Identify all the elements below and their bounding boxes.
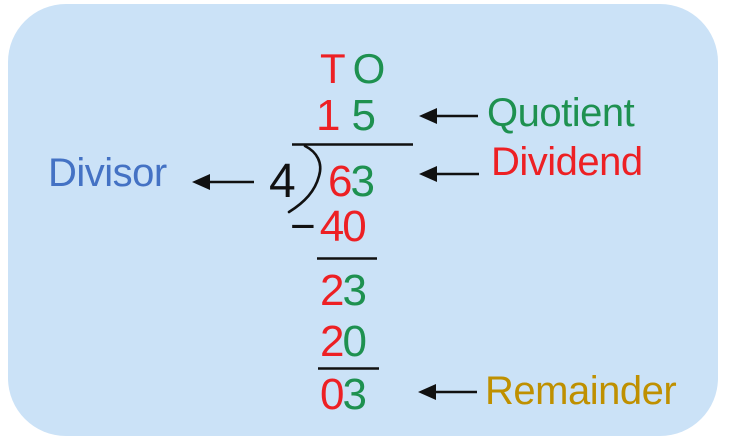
remainder-ones-digit: 3	[342, 370, 367, 419]
divisor-digit: 4	[269, 155, 296, 208]
minus-sign: −	[290, 202, 316, 251]
difference-ones-digit: 3	[342, 266, 367, 315]
quotient-label: Quotient	[487, 91, 635, 135]
dividend-label: Dividend	[491, 140, 643, 184]
rounded-panel	[8, 4, 718, 436]
dividend-row: 63	[328, 157, 375, 206]
quotient-tens-digit: 1	[316, 91, 341, 140]
difference-row: 23	[320, 266, 367, 315]
remainder-label: Remainder	[485, 369, 677, 413]
remainder-tens-digit: 0	[320, 370, 345, 419]
subtracted-tens-digit: 4	[319, 202, 345, 251]
quotient-ones-digit: 5	[351, 91, 376, 140]
divisor-label: Divisor	[48, 151, 167, 195]
place-tens-letter: T	[320, 45, 346, 92]
second-product-ones-digit: 0	[342, 317, 367, 366]
remainder-row: 03	[320, 370, 367, 419]
dividend-ones-digit: 3	[350, 157, 375, 206]
dividend-tens-digit: 6	[328, 157, 353, 206]
subtracted-ones-digit: 0	[342, 202, 367, 251]
second-product-tens-digit: 2	[320, 317, 345, 366]
second-product-row: 20	[320, 317, 367, 366]
place-ones-letter: O	[352, 45, 386, 92]
difference-tens-digit: 2	[320, 266, 345, 315]
subtract-row: −40	[290, 202, 367, 251]
